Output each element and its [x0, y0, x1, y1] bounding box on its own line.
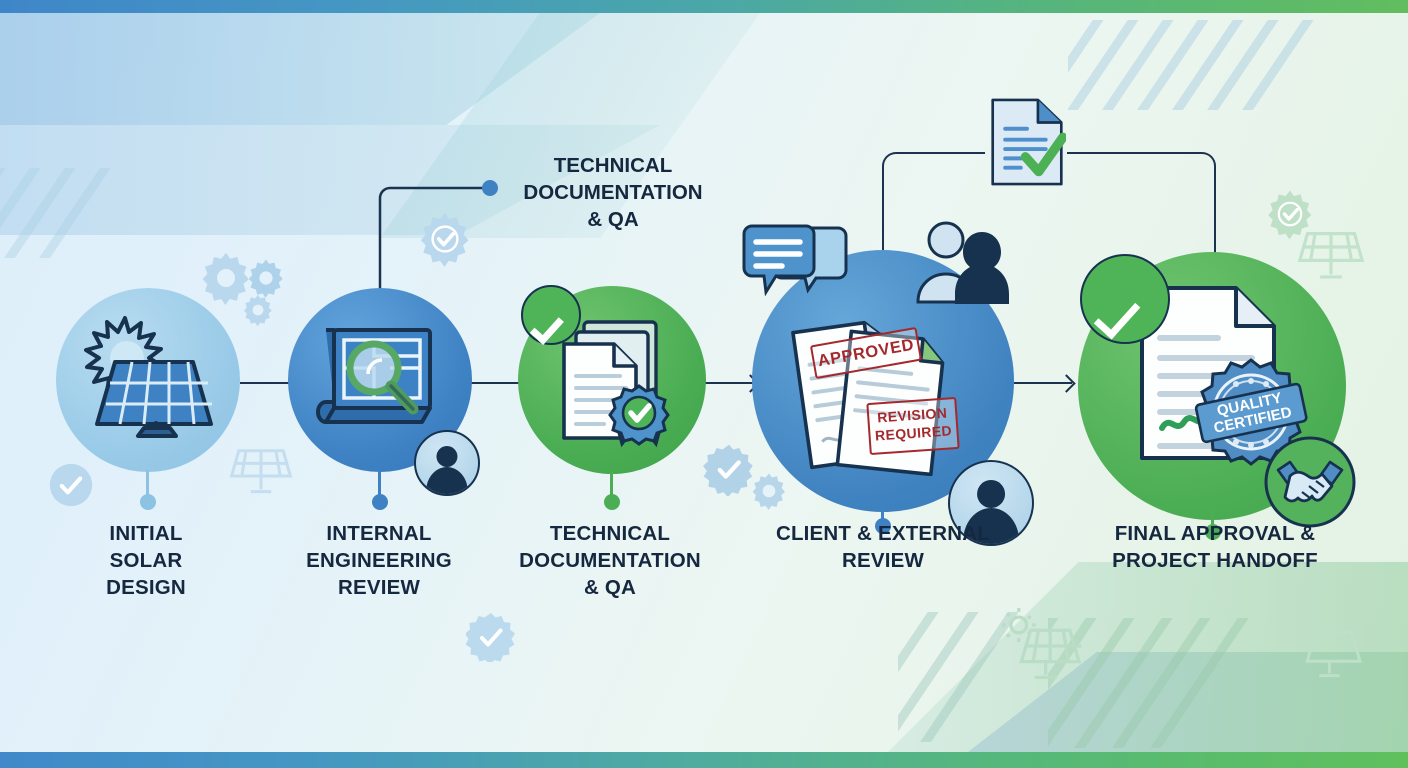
stage-4-label-line1: CLIENT & EXTERNAL [775, 522, 991, 545]
stage-4-label-line2: REVIEW [841, 549, 925, 572]
stage-stem-5 [1211, 510, 1214, 532]
top-accent-band [0, 0, 1408, 13]
stage-dot-4 [875, 518, 891, 534]
stage-1-label-line1: INITIAL [109, 522, 183, 545]
callout-label-line2: DOCUMENTATION [523, 181, 703, 204]
stage-stem-3 [610, 472, 613, 502]
stage-dot-1 [140, 494, 156, 510]
green-check-badge-icon [1080, 254, 1170, 344]
avatar-head [977, 480, 1005, 508]
gear-check-icon [420, 212, 469, 267]
check-badge-icon [703, 444, 753, 496]
decor-hatch-bottom-center [898, 612, 1158, 742]
decor-hatch-top-right [1068, 20, 1398, 110]
gear-icon [752, 473, 785, 510]
callout-label-line1: TECHNICAL [553, 154, 673, 177]
stage-caption-3: TECHNICAL DOCUMENTATION & QA [494, 520, 726, 601]
arrow-stage2-stage3 [470, 382, 526, 384]
decor-shape-bottom-right-1 [888, 562, 1408, 752]
sun-solar-panel-icon [1001, 608, 1082, 680]
sun-solar-panel-icon [1289, 612, 1362, 678]
stage-5-label-line2: PROJECT HANDOFF [1112, 549, 1318, 572]
stage-stem-1 [146, 470, 149, 502]
gear-icon [248, 259, 283, 298]
stage-caption-1: INITIAL SOLAR DESIGN [36, 520, 256, 601]
stage-dot-3 [604, 494, 620, 510]
bottom-accent-band [0, 752, 1408, 768]
stage-3-label-line1: TECHNICAL [549, 522, 671, 545]
solar-panel-icon [229, 449, 293, 494]
callout-label: TECHNICAL DOCUMENTATION & QA [498, 152, 728, 233]
client-avatar-icon [948, 460, 1034, 546]
stage-stem-4 [881, 504, 884, 526]
stage-stem-2 [378, 470, 381, 502]
stage-caption-4: CLIENT & EXTERNAL REVIEW [748, 520, 1018, 574]
stamp-revision-required: REVISION REQUIRED [866, 396, 960, 456]
stage-2-label-line2: ENGINEERING [306, 549, 452, 572]
avatar-body [425, 466, 469, 494]
stage-dot-2 [372, 494, 388, 510]
reviewer-avatar-icon [414, 430, 480, 496]
stage-5-label-line1: FINAL APPROVAL & [1114, 522, 1316, 545]
bracket-gap-mask [985, 150, 1067, 160]
stage-3-label-line3: & QA [583, 576, 637, 599]
stage-2-label-line3: REVIEW [337, 576, 421, 599]
check-badge-icon [49, 463, 93, 507]
green-check-badge-icon [521, 285, 581, 345]
stage-1-label-line2: SOLAR [109, 549, 183, 572]
arrow-stage4-stage5 [1014, 382, 1072, 384]
stage-node-1[interactable] [56, 288, 240, 472]
avatar-head [436, 445, 458, 467]
decor-hatch-left [0, 168, 220, 258]
decor-hatch-bottom-right [1048, 618, 1378, 748]
gear-check-icon [1268, 190, 1312, 240]
callout-label-line3: & QA [587, 208, 639, 231]
stage-3-label-line2: DOCUMENTATION [519, 549, 701, 572]
stage-caption-5: FINAL APPROVAL & PROJECT HANDOFF [1070, 520, 1360, 574]
callout-dot [482, 180, 498, 196]
decor-shape-bottom-right-2 [968, 652, 1408, 752]
stage-1-label-line3: DESIGN [106, 576, 186, 599]
arrow-stage3-stage4 [700, 382, 756, 384]
arrow-stage1-stage2 [240, 382, 296, 384]
stage-caption-2: INTERNAL ENGINEERING REVIEW [264, 520, 494, 601]
stage-dot-5 [1205, 524, 1221, 540]
gear-icon [202, 252, 249, 305]
stage-2-label-line1: INTERNAL [326, 522, 432, 545]
check-badge-icon [466, 613, 515, 662]
gear-icon [243, 294, 272, 327]
solar-panel-icon [1297, 232, 1365, 279]
decor-shape-top-left-1 [0, 13, 600, 125]
